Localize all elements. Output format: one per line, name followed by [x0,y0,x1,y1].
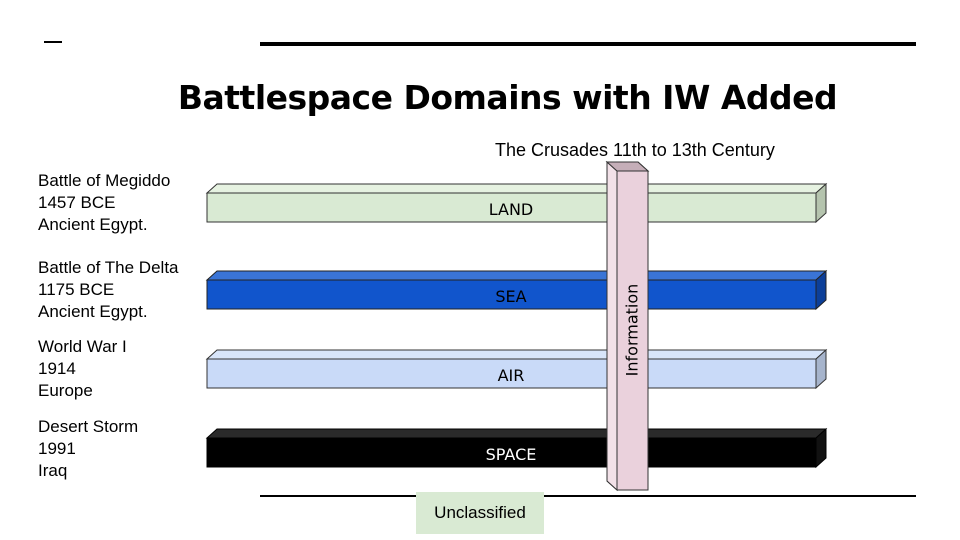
bar-front-face [206,192,817,223]
event-date: 1991 [38,439,76,458]
event-place: Ancient Egypt. [38,302,148,321]
classification-badge: Unclassified [416,492,544,534]
event-name: World War I [38,337,127,356]
information-pillar-front: Information [605,160,650,492]
domain-label: SEA [495,287,526,306]
bar-top-face [205,428,828,439]
bar-top-face [205,270,828,281]
domain-bar-space: SPACE [205,427,828,469]
domain-bar-air: AIR [205,348,828,390]
domain-bar-sea: SEA [205,269,828,311]
slide-dash [44,41,62,43]
event-delta: Battle of The Delta 1175 BCE Ancient Egy… [38,257,179,323]
event-name: Battle of Megiddo [38,171,171,190]
domain-label: LAND [489,200,534,219]
event-place: Europe [38,381,93,400]
footer-rule [260,495,916,497]
event-place: Iraq [38,461,68,480]
bar-top-face [205,183,828,194]
bar-front-face [206,279,817,310]
domain-label: SPACE [486,445,537,464]
domain-label: AIR [498,366,525,385]
event-date: 1457 BCE [38,193,116,212]
event-date: 1914 [38,359,76,378]
domain-bar-land: LAND [205,182,828,224]
event-wwi: World War I 1914 Europe [38,336,127,402]
information-label: Information [623,284,642,377]
pillar-side-overlay [606,160,618,492]
event-desert-storm: Desert Storm 1991 Iraq [38,416,138,482]
bar-front-face [206,437,817,468]
header-rule [260,42,916,46]
event-date: 1175 BCE [38,280,115,299]
event-megiddo: Battle of Megiddo 1457 BCE Ancient Egypt… [38,170,170,236]
event-name: Desert Storm [38,417,139,436]
event-place: Ancient Egypt. [38,215,148,234]
slide-title: Battlespace Domains with IW Added [177,78,838,117]
pillar-front-overlay [616,170,649,491]
bar-front-face [206,358,817,389]
pillar-top-overlay [605,161,650,172]
crusades-label: The Crusades 11th to 13th Century [495,140,775,160]
bar-top-face [205,349,828,360]
event-name: Battle of The Delta [38,258,179,277]
